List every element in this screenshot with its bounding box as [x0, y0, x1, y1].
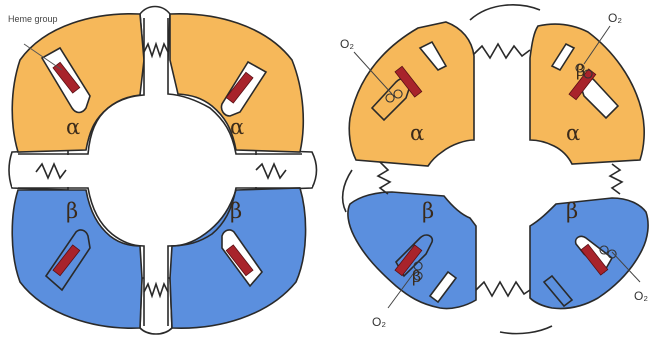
o2-label-bottom-left: O₂ [372, 315, 386, 329]
right-outer-arc-bottom [500, 326, 552, 334]
right-hemoglobin [343, 5, 648, 334]
o2-label-top-right: O₂ [608, 11, 622, 25]
left-beta-label-1: β [66, 199, 78, 223]
right-outer-arc-top [470, 5, 540, 20]
right-right-zigzag [610, 164, 622, 194]
heme-group-label: Heme group [8, 14, 58, 24]
right-left-zigzag [378, 162, 390, 194]
right-alpha-label-1: α [410, 121, 424, 145]
left-alpha-label-2: α [230, 115, 244, 139]
left-beta-label-2: β [230, 199, 242, 223]
right-beta-heme-mark-top: β [576, 61, 585, 80]
right-beta-heme-mark: β [412, 267, 421, 286]
o2-label-top-left: O₂ [340, 37, 354, 51]
left-alpha-label-1: α [66, 115, 80, 139]
right-top-zigzag [474, 44, 530, 58]
right-bottom-zigzag [476, 282, 530, 296]
right-beta-label-2: β [566, 199, 578, 223]
o2-label-bottom-right: O₂ [634, 289, 648, 303]
right-beta-label-1: β [422, 199, 434, 223]
left-hemoglobin [9, 7, 317, 335]
right-alpha-label-2: α [566, 121, 580, 145]
right-alpha-top-right [530, 24, 644, 164]
